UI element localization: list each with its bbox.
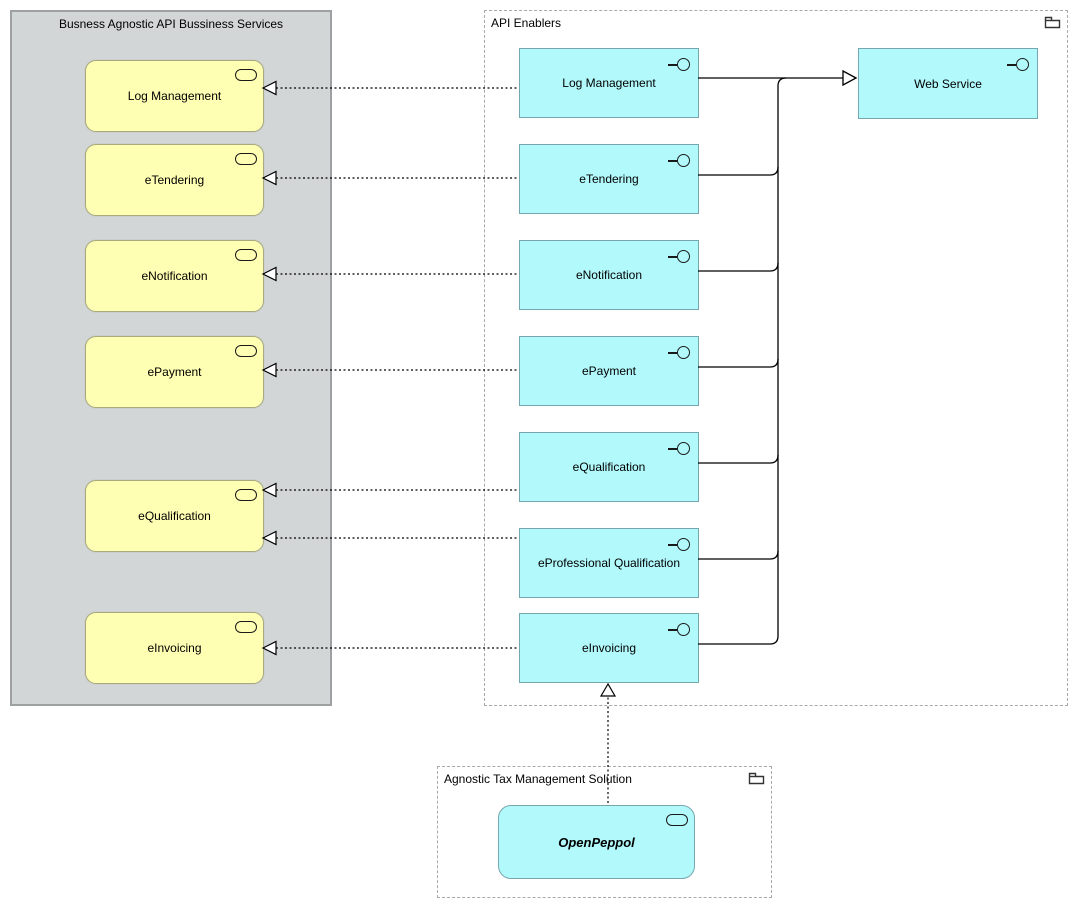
application-interface-icon bbox=[668, 154, 690, 168]
group-tax-solution[interactable]: Agnostic Tax Management Solution OpenPep… bbox=[437, 766, 772, 898]
node-label: eInvoicing bbox=[581, 641, 637, 655]
group-business-services-title: Busness Agnostic API Bussiness Services bbox=[58, 17, 284, 31]
node-label: Log Management bbox=[562, 76, 656, 90]
business-service-icon bbox=[235, 621, 257, 633]
group-api-enablers-title: API Enablers bbox=[491, 16, 562, 30]
business-service-epayment[interactable]: ePayment bbox=[85, 336, 264, 408]
business-service-etendering[interactable]: eTendering bbox=[85, 144, 264, 216]
api-enabler-etendering[interactable]: eTendering bbox=[519, 144, 699, 214]
business-service-icon bbox=[666, 814, 688, 826]
application-interface-icon bbox=[668, 538, 690, 552]
node-label: eTendering bbox=[144, 173, 205, 187]
api-enabler-log-management[interactable]: Log Management bbox=[519, 48, 699, 118]
business-service-icon bbox=[235, 489, 257, 501]
node-label: eNotification bbox=[575, 268, 643, 282]
application-interface-icon bbox=[1007, 58, 1029, 72]
api-enabler-epayment[interactable]: ePayment bbox=[519, 336, 699, 406]
node-label: eQualification bbox=[138, 509, 211, 523]
business-service-enotification[interactable]: eNotification bbox=[85, 240, 264, 312]
api-enabler-eprofessional-qualification[interactable]: eProfessional Qualification bbox=[519, 528, 699, 598]
grouping-folder-icon bbox=[1044, 16, 1061, 29]
application-interface-icon bbox=[668, 346, 690, 360]
node-label: Log Management bbox=[127, 89, 222, 103]
node-label: eNotification bbox=[141, 269, 208, 283]
api-enabler-einvoicing[interactable]: eInvoicing bbox=[519, 613, 699, 683]
business-service-log-management[interactable]: Log Management bbox=[85, 60, 264, 132]
web-service-node[interactable]: Web Service bbox=[858, 48, 1038, 119]
group-api-enablers[interactable]: API Enablers Log Management eTendering e… bbox=[484, 10, 1068, 706]
openpeppol-node[interactable]: OpenPeppol bbox=[498, 805, 695, 879]
application-interface-icon bbox=[668, 58, 690, 72]
node-label: eProfessional Qualification bbox=[537, 556, 681, 570]
application-interface-icon bbox=[668, 442, 690, 456]
business-service-icon bbox=[235, 249, 257, 261]
group-tax-solution-title: Agnostic Tax Management Solution bbox=[444, 772, 632, 786]
node-label: Web Service bbox=[914, 76, 982, 91]
grouping-folder-icon bbox=[748, 772, 765, 785]
business-service-icon bbox=[235, 69, 257, 81]
api-enabler-enotification[interactable]: eNotification bbox=[519, 240, 699, 310]
node-label: eQualification bbox=[572, 460, 646, 474]
business-service-icon bbox=[235, 153, 257, 165]
node-label: ePayment bbox=[581, 364, 637, 378]
node-label: eTendering bbox=[579, 172, 639, 186]
application-interface-icon bbox=[668, 623, 690, 637]
business-service-einvoicing[interactable]: eInvoicing bbox=[85, 612, 264, 684]
node-label: ePayment bbox=[147, 365, 202, 379]
group-business-services[interactable]: Busness Agnostic API Bussiness Services … bbox=[10, 10, 332, 706]
business-service-equalification[interactable]: eQualification bbox=[85, 480, 264, 552]
api-enabler-equalification[interactable]: eQualification bbox=[519, 432, 699, 502]
business-service-icon bbox=[235, 345, 257, 357]
node-label: OpenPeppol bbox=[558, 834, 635, 850]
node-label: eInvoicing bbox=[147, 641, 202, 655]
application-interface-icon bbox=[668, 250, 690, 264]
